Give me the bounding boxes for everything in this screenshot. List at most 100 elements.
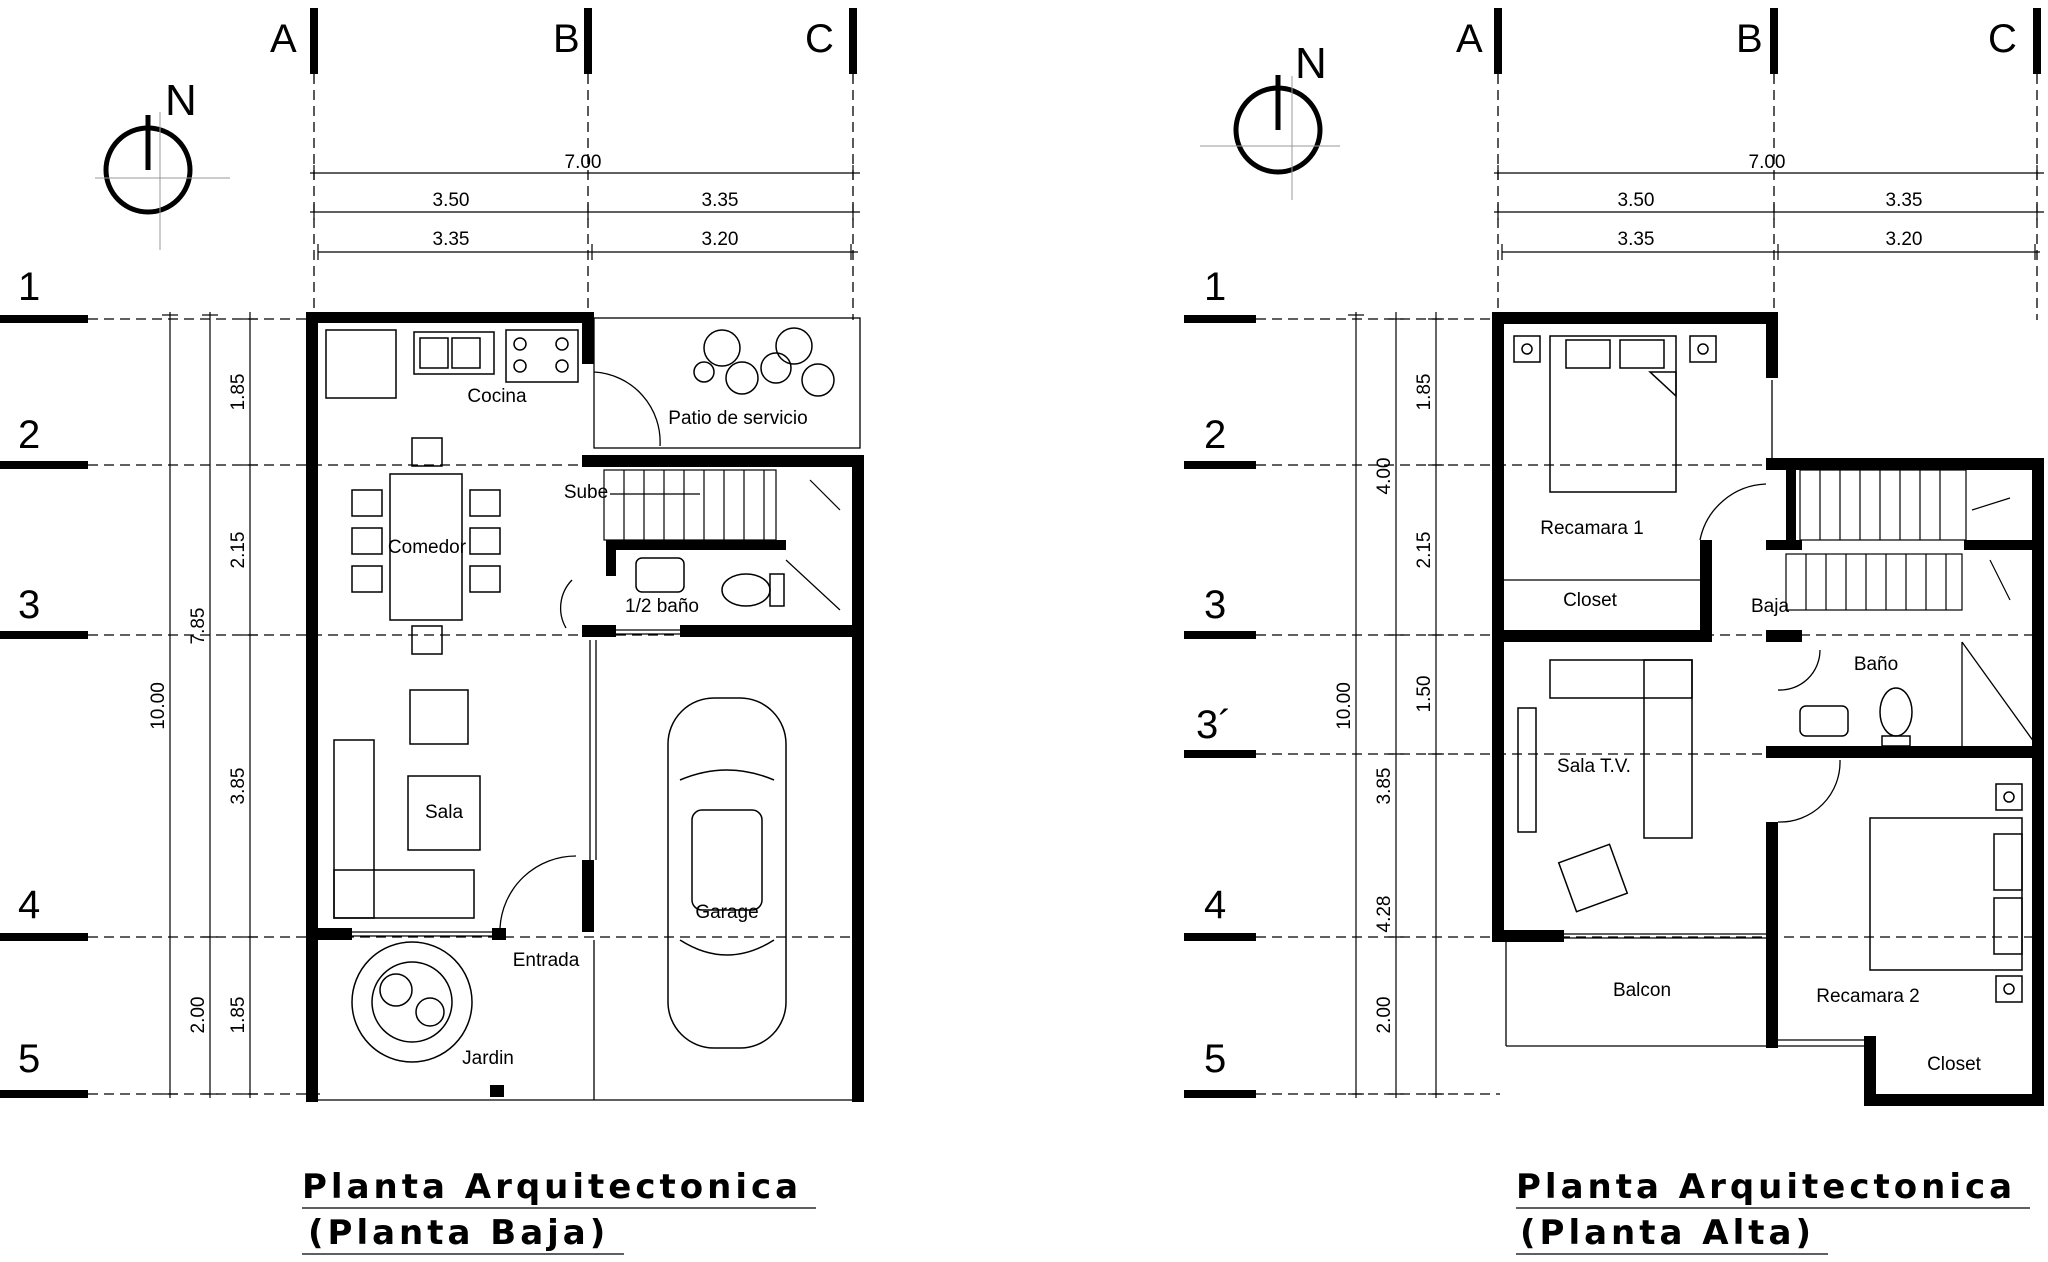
bath-fixtures (1799, 687, 1913, 747)
dim-v-3-3p: 1.50 (1414, 676, 1435, 713)
axis-letter-b: B (553, 17, 580, 61)
dim-v-total: 10.00 (1334, 682, 1355, 730)
dim-v-3p-5: 4.28 (1374, 896, 1395, 933)
dim-v-1-2: 1.85 (228, 374, 249, 411)
axis-number-3: 3 (18, 583, 40, 627)
dining-table (351, 437, 501, 655)
north-arrow-icon: N (95, 76, 230, 250)
axis-letters: A B C (270, 8, 857, 74)
axis-letter-a: A (270, 17, 297, 61)
axis-grid-horizontal (1256, 318, 2044, 1095)
thin-walls (1500, 380, 2035, 1047)
car-icon (667, 697, 787, 1049)
dim-v-2-3: 2.15 (1414, 532, 1435, 569)
dim-v-1-2: 1.85 (1414, 374, 1435, 411)
upper-floor-title: Planta Arquitectonica (1516, 1167, 2016, 1207)
room-closet1: Closet (1563, 590, 1618, 611)
axis-marker-a (310, 8, 318, 74)
axis-letter-b: B (1736, 17, 1763, 61)
dim-v-3p-4: 3.85 (1374, 768, 1395, 805)
label-stairs-down: Baja (1751, 596, 1789, 617)
north-arrow-icon: N (1200, 39, 1340, 200)
room-balcony: Balcon (1613, 980, 1671, 1001)
north-label: N (1295, 39, 1327, 88)
room-garden: Jardin (462, 1048, 514, 1069)
upper-floor-subtitle: (Planta Alta) (1520, 1213, 1815, 1253)
axis-grid-horizontal (88, 318, 860, 1095)
bed-icon (1513, 335, 1717, 493)
dim-v-1-3: 4.00 (1374, 458, 1395, 495)
upper-floor-plan: N A B C 7.00 3.50 3.35 3.35 3.20 (1184, 8, 2044, 1255)
room-dining: Comedor (388, 537, 467, 558)
axis-number-5: 5 (18, 1037, 40, 1081)
axis-letter-c: C (1988, 17, 2017, 61)
axis-letter-c: C (805, 17, 834, 61)
room-service-patio: Patio de servicio (668, 408, 807, 429)
label-entrance: Entrada (513, 950, 580, 971)
top-dimensions (310, 165, 860, 260)
kitchen-counter (325, 329, 579, 399)
room-tv: Sala T.V. (1557, 756, 1631, 777)
axis-number-2: 2 (1204, 413, 1226, 457)
label-stairs-up: Sube (564, 482, 608, 503)
axis-number-1: 1 (1204, 265, 1226, 309)
axis-grid-vertical (1497, 74, 2038, 320)
living-furniture (333, 689, 481, 919)
axis-letters: A B C (1456, 8, 2041, 74)
axis-marker-c (849, 8, 857, 74)
axis-number-4: 4 (18, 883, 40, 927)
dim-v-2-3: 2.15 (228, 532, 249, 569)
room-bedroom1: Recamara 1 (1540, 518, 1644, 539)
half-bath-fixtures (635, 557, 785, 607)
axis-numbers: 1 2 3 3´ 4 5 (1184, 265, 1256, 1098)
top-dimensions (1494, 165, 2044, 260)
dim-inner-bc: 3.20 (702, 229, 739, 250)
thin-walls (318, 317, 861, 1101)
ground-floor-plan: N A B C 7.00 3.50 3.35 3.35 (0, 8, 864, 1255)
dim-axis-bc: 3.35 (702, 190, 739, 211)
tv-room-furniture (1517, 659, 1693, 913)
bed-icon (1869, 783, 2023, 1003)
walls (1492, 312, 2044, 1106)
axis-number-5: 5 (1204, 1037, 1226, 1081)
side-dimensions (162, 312, 258, 1098)
walls (306, 312, 864, 1102)
door-swings (1699, 483, 1841, 823)
side-dimensions (1348, 312, 1444, 1098)
axis-letter-a: A (1456, 17, 1483, 61)
dim-axis-bc: 3.35 (1886, 190, 1923, 211)
axis-number-4: 4 (1204, 883, 1226, 927)
plants-icon (693, 327, 835, 397)
dim-v-1-4: 7.85 (188, 608, 209, 645)
axis-number-3: 3 (1204, 583, 1226, 627)
room-half-bath: 1/2 baño (625, 596, 699, 617)
room-garage: Garage (695, 902, 758, 923)
dim-inner-ab: 3.35 (1618, 229, 1655, 250)
room-closet2: Closet (1927, 1054, 1982, 1075)
room-bedroom2: Recamara 2 (1816, 986, 1920, 1007)
tree-icon (351, 941, 473, 1063)
dim-v-4-5-outer: 2.00 (188, 997, 209, 1034)
room-living: Sala (425, 802, 463, 823)
dim-total-width: 7.00 (1749, 152, 1786, 173)
stairs-icon (1785, 469, 2011, 611)
north-label: N (165, 76, 197, 125)
door-swings (499, 371, 661, 929)
dim-inner-bc: 3.20 (1886, 229, 1923, 250)
dim-inner-ab: 3.35 (433, 229, 470, 250)
dim-v-4-5-outer: 2.00 (1374, 997, 1395, 1034)
axis-number-3-prime: 3´ (1196, 703, 1232, 747)
dim-axis-ab: 3.50 (433, 190, 470, 211)
axis-grid-vertical (313, 74, 854, 320)
ground-floor-subtitle: (Planta Baja) (308, 1213, 609, 1253)
axis-numbers: 1 2 3 4 5 (0, 265, 88, 1098)
dim-v-total: 10.00 (148, 682, 169, 730)
stairs-icon (603, 469, 841, 611)
dim-v-3-4: 3.85 (228, 768, 249, 805)
dim-total-width: 7.00 (565, 152, 602, 173)
dim-axis-ab: 3.50 (1618, 190, 1655, 211)
axis-marker-b (584, 8, 592, 74)
dim-v-4-5: 1.85 (228, 997, 249, 1034)
axis-number-1: 1 (18, 265, 40, 309)
